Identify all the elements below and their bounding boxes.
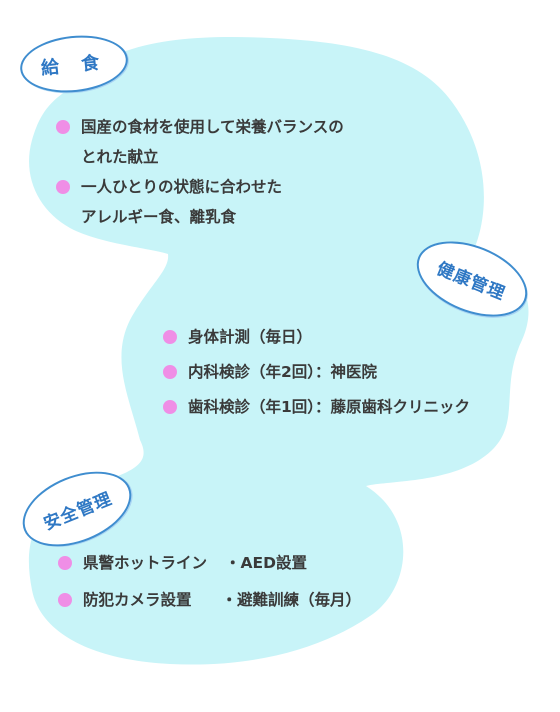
list-item: 国産の食材を使用して栄養バランスの とれた献立 — [56, 112, 476, 172]
list-item: 内科検診（年2回）：神医院 — [163, 355, 543, 390]
kenko-item-1: 身体計測（毎日） — [188, 328, 313, 346]
bullet-dot-icon — [58, 593, 72, 607]
anzen-item-1-right: ・AED設置 — [225, 554, 307, 572]
section-title-anzen-text: 安全管理 — [40, 488, 116, 535]
anzen-item-2-left: 防犯カメラ設置 — [83, 591, 192, 609]
anzen-item-1-left: 県警ホットライン — [83, 554, 208, 572]
list-item: 県警ホットライン・AED設置 — [58, 545, 458, 582]
bullet-dot-icon — [163, 330, 177, 344]
list-item: 防犯カメラ設置 ・避難訓練（毎月） — [58, 582, 458, 619]
bullet-dot-icon — [163, 365, 177, 379]
bullet-dot-icon — [163, 400, 177, 414]
list-item: 一人ひとりの状態に合わせた アレルギー食、離乳食 — [56, 172, 476, 232]
anzen-item-2-right: ・避難訓練（毎月） — [221, 591, 362, 609]
kyushoku-list: 国産の食材を使用して栄養バランスの とれた献立 一人ひとりの状態に合わせた アレ… — [56, 112, 476, 232]
anzen-list: 県警ホットライン・AED設置 防犯カメラ設置 ・避難訓練（毎月） — [58, 545, 458, 619]
bullet-dot-icon — [56, 180, 70, 194]
section-title-kyushoku-text: 給 食 — [40, 51, 109, 80]
list-item: 身体計測（毎日） — [163, 320, 543, 355]
bullet-dot-icon — [56, 120, 70, 134]
kenko-item-3: 歯科検診（年1回）：藤原歯科クリニック — [188, 398, 471, 416]
kenko-list: 身体計測（毎日） 内科検診（年2回）：神医院 歯科検診（年1回）：藤原歯科クリニ… — [163, 320, 543, 425]
kenko-item-2: 内科検診（年2回）：神医院 — [188, 363, 378, 381]
kyushoku-item-2: 一人ひとりの状態に合わせた アレルギー食、離乳食 — [81, 178, 283, 226]
list-item: 歯科検診（年1回）：藤原歯科クリニック — [163, 390, 543, 425]
bullet-dot-icon — [58, 556, 72, 570]
kyushoku-item-1: 国産の食材を使用して栄養バランスの とれた献立 — [81, 118, 344, 166]
section-title-kenko-text: 健康管理 — [433, 258, 509, 305]
